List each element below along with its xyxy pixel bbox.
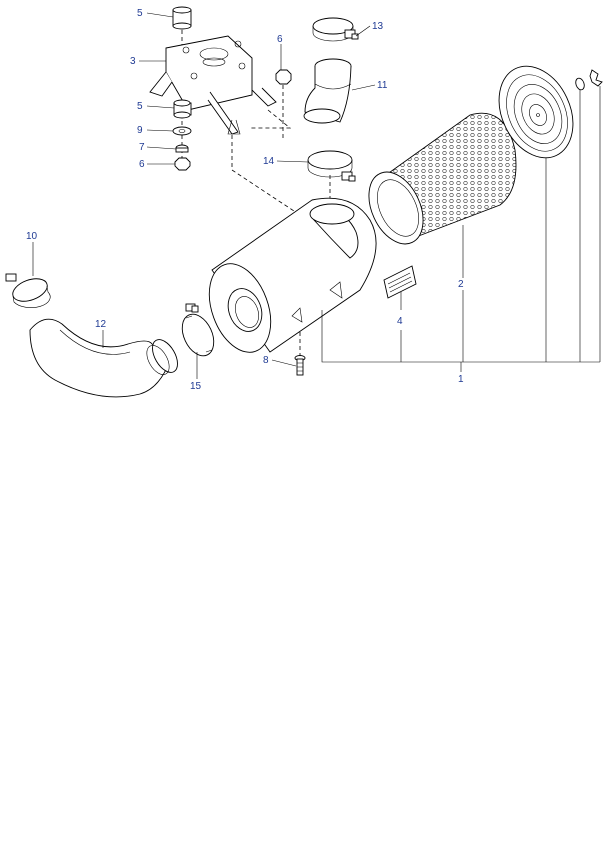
nut-part-6-lower[interactable] (174, 157, 191, 171)
callout-label-5-bottom: 5 (137, 101, 143, 112)
cover-washer[interactable] (574, 77, 586, 91)
callout-label-2: 2 (458, 279, 464, 290)
callout-label-5-top: 5 (137, 8, 143, 19)
callout-label-9: 9 (137, 125, 143, 136)
callout-label-1: 1 (458, 374, 464, 385)
label-plate-part-4[interactable] (383, 265, 417, 299)
nut-part-7[interactable] (175, 144, 189, 153)
hose-clamp-part-14[interactable] (307, 150, 356, 182)
cover-wing-nut[interactable] (589, 69, 603, 87)
callout-label-6-lower: 6 (139, 159, 145, 170)
air-cleaner-housing[interactable] (198, 197, 377, 361)
intake-hose-part-12[interactable] (29, 318, 183, 398)
callout-label-12: 12 (95, 319, 107, 330)
callout-label-6-upper: 6 (277, 34, 283, 45)
hose-clamp-part-10[interactable] (5, 273, 51, 308)
rubber-mount-part-5-top[interactable] (172, 6, 192, 30)
rubber-mount-part-5-bottom[interactable] (173, 99, 192, 119)
end-cover[interactable] (485, 54, 587, 170)
callout-label-10: 10 (26, 231, 38, 242)
callout-label-7: 7 (139, 142, 145, 153)
callout-label-14: 14 (263, 156, 275, 167)
callout-label-8: 8 (263, 355, 269, 366)
bolt-part-8[interactable] (294, 355, 306, 376)
elbow-connector-part-11[interactable] (303, 58, 352, 124)
callout-label-3: 3 (130, 56, 136, 67)
callout-leader-lines (32, 12, 601, 379)
callout-label-15: 15 (190, 381, 202, 392)
callout-label-11: 11 (377, 80, 388, 91)
callout-label-4: 4 (397, 316, 403, 327)
washer-part-9[interactable] (172, 126, 192, 136)
filter-element-part-2[interactable] (358, 112, 517, 252)
hose-clamp-part-15[interactable] (176, 303, 220, 361)
nut-part-6-upper[interactable] (275, 69, 292, 85)
callout-label-13: 13 (372, 21, 384, 32)
mounting-bracket-part-3[interactable] (149, 35, 277, 135)
callout-labels: 5 3 5 9 7 6 6 13 11 14 10 12 15 8 4 2 1 (26, 8, 464, 392)
hose-clamp-part-13[interactable] (312, 17, 359, 42)
